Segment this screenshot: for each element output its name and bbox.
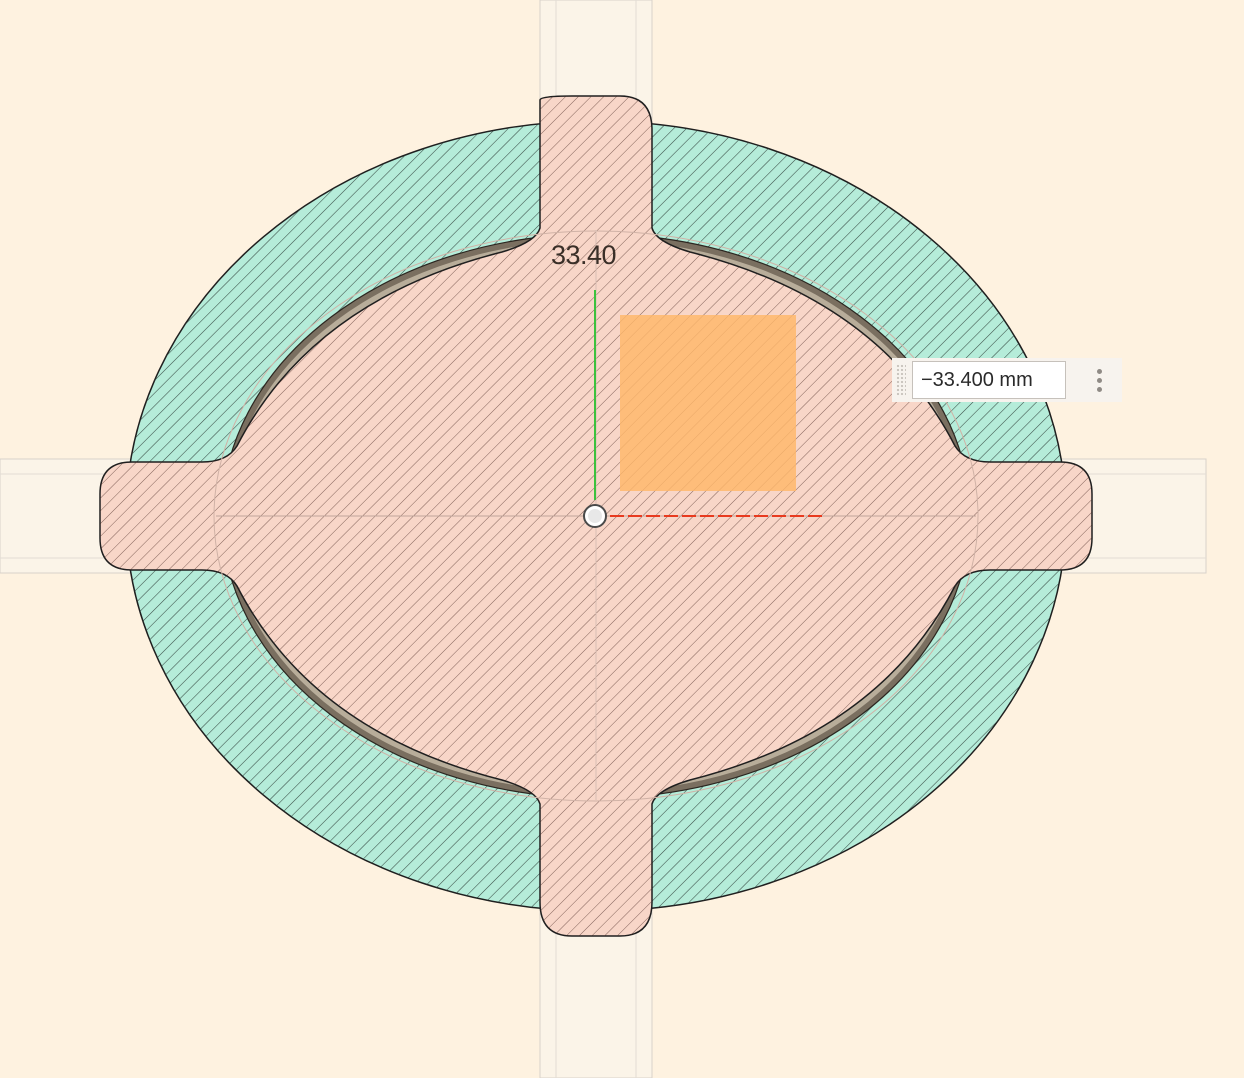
more-options-icon[interactable] (1088, 362, 1110, 398)
dimension-input-box (892, 358, 1122, 402)
origin-point-icon[interactable] (583, 504, 607, 528)
extrude-preview-face[interactable] (620, 315, 796, 491)
distance-input[interactable] (912, 361, 1066, 399)
drag-handle[interactable] (896, 364, 906, 396)
dimension-label: 33.40 (551, 240, 617, 270)
